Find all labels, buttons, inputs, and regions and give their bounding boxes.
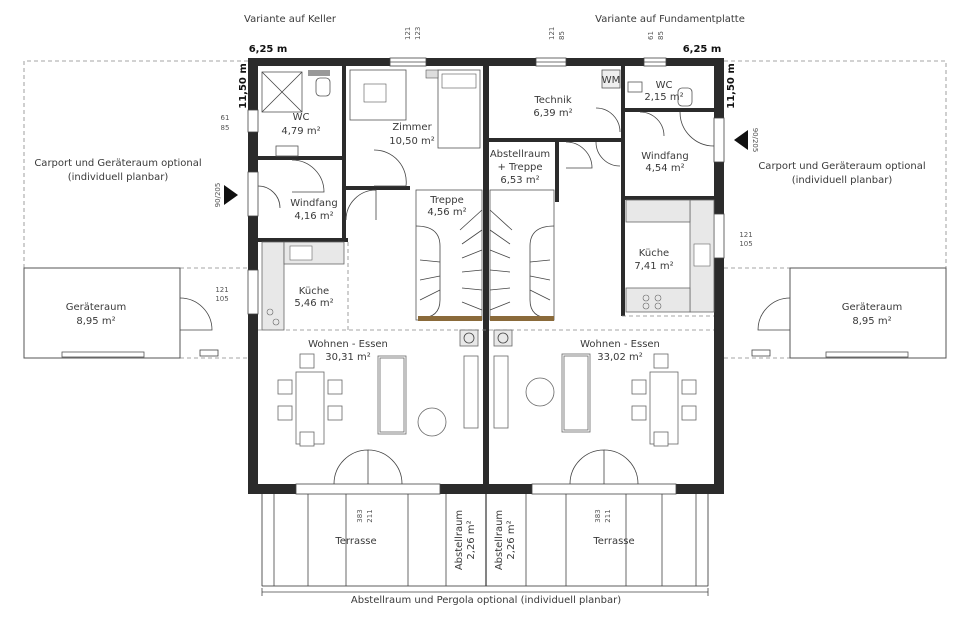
- carport-left-label-2: (individuell planbar): [68, 172, 169, 183]
- terrace-left-mark-b: 211: [366, 509, 374, 522]
- abstell-right-name: Abstellraum: [494, 510, 505, 570]
- wc-left-area: 4,79 m²: [281, 126, 320, 137]
- kitchen-right: [625, 199, 715, 313]
- sanitary: [261, 69, 693, 157]
- zimmer-area: 10,50 m²: [389, 136, 435, 147]
- terrasse-left-label: Terrasse: [334, 536, 376, 547]
- geraeteraum-left-name: Geräteraum: [66, 302, 127, 313]
- terrace-right-mark-b: 211: [604, 509, 612, 522]
- abstellraum-treppe-line2: + Treppe: [497, 162, 542, 173]
- terrasse-right-label: Terrasse: [592, 536, 634, 547]
- carport-left-label-1: Carport und Geräteraum optional: [34, 158, 201, 169]
- living-left-furniture: [277, 329, 479, 447]
- carport-right-label-1: Carport und Geräteraum optional: [758, 161, 925, 172]
- entry-left-mark: 90/205: [214, 183, 222, 208]
- abstell-left-area: 2,26 m²: [466, 520, 477, 559]
- windows: [247, 57, 725, 495]
- right-kitchen-mark-b: 105: [739, 240, 752, 248]
- top-mid-mark-a: 121: [548, 27, 556, 40]
- windfang-right-area: 4,54 m²: [645, 163, 684, 174]
- left-wc-mark-b: 85: [221, 124, 230, 132]
- depth-left-dimension: 11,50 m: [238, 63, 249, 109]
- right-kitchen-mark-a: 121: [739, 231, 752, 239]
- windfang-left-area: 4,16 m²: [294, 211, 333, 222]
- entry-arrow-right-icon: [734, 130, 748, 150]
- living-right-furniture: [493, 329, 697, 447]
- geraeteraum-left: [23, 267, 213, 359]
- treppe-left-name: Treppe: [429, 195, 464, 206]
- carport-right: [724, 60, 947, 359]
- top-left-mark-b: 123: [414, 27, 422, 40]
- wohnen-right-area: 33,02 m²: [597, 352, 643, 363]
- windfang-right-name: Windfang: [641, 151, 688, 162]
- entry-arrow-left-icon: [224, 185, 238, 205]
- geraeteraum-right: [757, 267, 947, 359]
- abstellraum-treppe-area: 6,53 m²: [500, 175, 539, 186]
- abstell-left-name: Abstellraum: [454, 510, 465, 570]
- wc-left-name: WC: [293, 112, 310, 123]
- top-left-mark-a: 121: [404, 27, 412, 40]
- terrace-left-mark-a: 383: [356, 509, 364, 522]
- left-wc-mark-a: 61: [221, 114, 230, 122]
- technik-area: 6,39 m²: [533, 108, 572, 119]
- terrace-area: [261, 489, 709, 596]
- doors: [257, 107, 715, 485]
- left-variant-caption: Variante auf Keller: [244, 14, 337, 25]
- kueche-left-area: 5,46 m²: [294, 298, 333, 309]
- zimmer-name: Zimmer: [392, 122, 432, 133]
- depth-right-dimension: 11,50 m: [726, 63, 737, 109]
- wohnen-left-name: Wohnen - Essen: [308, 339, 388, 350]
- technik-name: Technik: [533, 95, 572, 106]
- wohnen-right-name: Wohnen - Essen: [580, 339, 660, 350]
- windfang-left-name: Windfang: [290, 198, 337, 209]
- stairs-left: [415, 189, 483, 321]
- top-right-mark-b: 85: [657, 31, 665, 40]
- width-right-dimension: 6,25 m: [683, 44, 722, 55]
- wc-right-name: WC: [656, 80, 673, 91]
- right-variant-caption: Variante auf Fundamentplatte: [595, 14, 745, 25]
- wm-label: WM: [602, 75, 621, 86]
- geraeteraum-right-name: Geräteraum: [842, 302, 903, 313]
- left-kitchen-mark-a: 121: [215, 286, 228, 294]
- zimmer-furniture: [349, 69, 481, 149]
- kueche-right-area: 7,41 m²: [634, 261, 673, 272]
- kueche-left-name: Küche: [299, 286, 329, 297]
- abstellraum-treppe-line1: Abstellraum: [490, 149, 550, 160]
- geraeteraum-right-area: 8,95 m²: [852, 316, 891, 327]
- top-right-mark-a: 61: [647, 31, 655, 40]
- kitchen-left: [261, 241, 345, 331]
- step-marks: [199, 349, 771, 357]
- bottom-note: Abstellraum und Pergola optional (indivi…: [351, 595, 621, 606]
- entry-right-mark: 90/205: [751, 128, 759, 153]
- abstell-right-area: 2,26 m²: [506, 520, 517, 559]
- wc-right-area: 2,15 m²: [644, 92, 683, 103]
- wohnen-left-area: 30,31 m²: [325, 352, 371, 363]
- carport-right-label-2: (individuell planbar): [792, 175, 893, 186]
- width-left-dimension: 6,25 m: [249, 44, 288, 55]
- top-mid-mark-b: 85: [558, 31, 566, 40]
- left-kitchen-mark-b: 105: [215, 295, 228, 303]
- treppe-left-area: 4,56 m²: [427, 207, 466, 218]
- kueche-right-name: Küche: [639, 248, 669, 259]
- stairs-right: [489, 189, 555, 321]
- carport-left: [23, 60, 248, 359]
- terrace-right-mark-a: 383: [594, 509, 602, 522]
- geraeteraum-left-area: 8,95 m²: [76, 316, 115, 327]
